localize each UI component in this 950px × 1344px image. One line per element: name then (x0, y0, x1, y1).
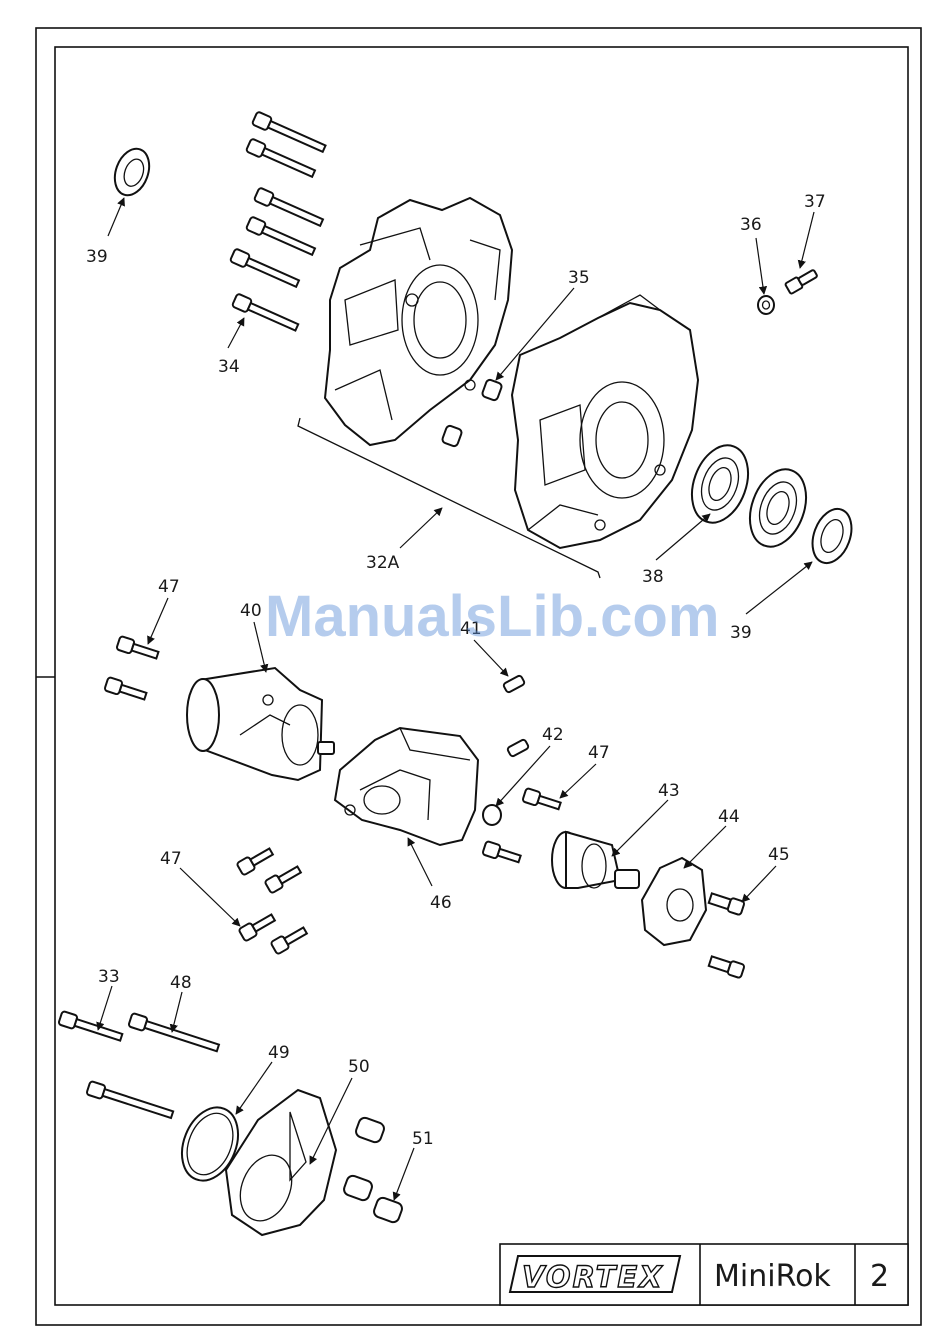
callout-45: 45 (768, 845, 790, 865)
callout-47-b: 47 (588, 743, 610, 763)
plate-50 (226, 1090, 336, 1235)
callout-33: 33 (98, 967, 120, 987)
callout-48: 48 (170, 973, 192, 993)
starter-motor-40 (187, 668, 334, 780)
svg-text:VORTEX: VORTEX (522, 1260, 664, 1294)
bolts-45 (708, 891, 745, 978)
callout-40: 40 (240, 601, 262, 621)
crankcase-left-half (325, 198, 512, 445)
callout-32a: 32A (366, 553, 400, 573)
bearings-38 (682, 438, 816, 555)
title-block: VORTEX MiniRok 2 (500, 1244, 908, 1305)
callout-46: 46 (430, 893, 452, 913)
bolts-47-lower (236, 845, 308, 954)
callout-43: 43 (658, 781, 680, 801)
watermark: ManualsLib.com (265, 584, 719, 649)
starter-gear-43 (552, 832, 639, 888)
callout-37: 37 (804, 192, 826, 212)
fitting-37 (785, 268, 819, 294)
brand-logo: VORTEX (510, 1256, 680, 1294)
pins-41 (503, 675, 529, 757)
model-name: MiniRok (714, 1259, 831, 1294)
bolts-47-middle (482, 788, 562, 866)
callout-36: 36 (740, 215, 762, 235)
callout-42: 42 (542, 725, 564, 745)
callout-50: 50 (348, 1057, 370, 1077)
callout-44: 44 (718, 807, 740, 827)
page-number: 2 (870, 1259, 889, 1294)
oil-seal-top (109, 144, 155, 200)
bushings-51 (342, 1116, 403, 1224)
bolt-group-34 (230, 111, 327, 333)
oil-seal-right (806, 504, 859, 569)
long-bolts-33-48 (58, 1011, 220, 1122)
bushing-42 (483, 805, 501, 825)
crankcase-right-half (512, 295, 698, 548)
callout-39-right: 39 (730, 623, 752, 643)
callout-51: 51 (412, 1129, 434, 1149)
washer-36 (758, 296, 774, 314)
starter-housing-46 (335, 728, 478, 845)
callout-39-top: 39 (86, 247, 108, 267)
bolts-47-upper (104, 636, 159, 703)
callout-34: 34 (218, 357, 240, 377)
callout-47-c: 47 (160, 849, 182, 869)
callout-47-a: 47 (158, 577, 180, 597)
callout-35: 35 (568, 268, 590, 288)
gear-cover-44 (642, 858, 706, 945)
callout-49: 49 (268, 1043, 290, 1063)
